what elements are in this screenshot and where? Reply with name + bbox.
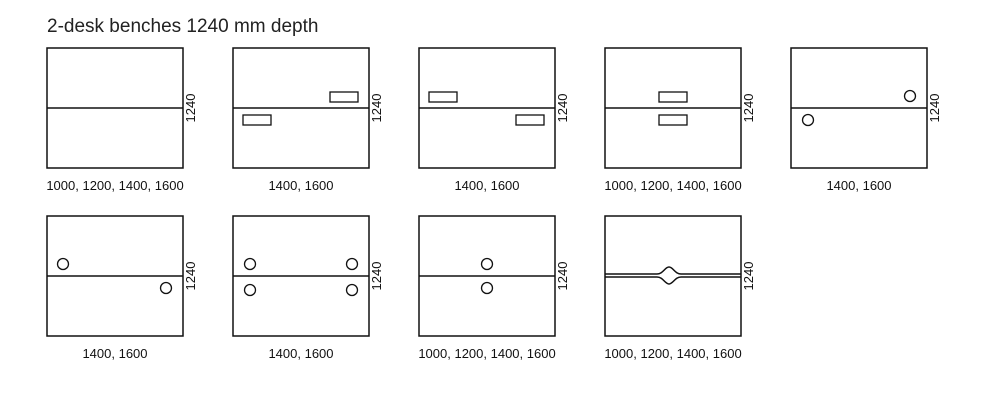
cable-tray-icon bbox=[658, 91, 688, 103]
width-options-label: 1400, 1600 bbox=[82, 346, 147, 361]
grommet-icon bbox=[56, 257, 70, 271]
depth-label: 1240 bbox=[927, 94, 942, 123]
width-options-label: 1400, 1600 bbox=[268, 346, 333, 361]
grommet-icon bbox=[480, 281, 494, 295]
bench-panel-grommet-center: 1240 1000, 1200, 1400, 1600 bbox=[418, 215, 570, 361]
width-options-label: 1400, 1600 bbox=[826, 178, 891, 193]
grommet-icon bbox=[480, 257, 494, 271]
grommet-icon bbox=[243, 257, 257, 271]
bench-panel-grommet-four: 1240 1400, 1600 bbox=[232, 215, 384, 361]
width-options-label: 1400, 1600 bbox=[454, 178, 519, 193]
bench-panel-cable-pass-center: 1240 1000, 1200, 1400, 1600 bbox=[604, 215, 756, 361]
grommet-icon bbox=[801, 113, 815, 127]
width-options-label: 1000, 1200, 1400, 1600 bbox=[418, 346, 555, 361]
page-title: 2-desk benches 1240 mm depth bbox=[47, 16, 319, 37]
bench-panel-grommet-offset-b: 1240 1400, 1600 bbox=[46, 215, 198, 361]
grommet-icon bbox=[243, 283, 257, 297]
grommet-icon bbox=[345, 257, 359, 271]
cable-tray-icon bbox=[242, 114, 272, 126]
grommet-icon bbox=[159, 281, 173, 295]
bench-panel-tray-offset-a: 1240 1400, 1600 bbox=[232, 47, 384, 193]
cable-tray-icon bbox=[658, 114, 688, 126]
depth-label: 1240 bbox=[183, 94, 198, 123]
desk-outline bbox=[604, 215, 742, 337]
depth-label: 1240 bbox=[741, 94, 756, 123]
width-options-label: 1000, 1200, 1400, 1600 bbox=[46, 178, 183, 193]
bench-panel-tray-offset-b: 1240 1400, 1600 bbox=[418, 47, 570, 193]
depth-label: 1240 bbox=[369, 94, 384, 123]
cable-tray-icon bbox=[428, 91, 458, 103]
depth-label: 1240 bbox=[369, 262, 384, 291]
cable-tray-icon bbox=[515, 114, 545, 126]
depth-label: 1240 bbox=[741, 262, 756, 291]
bench-panel-plain-split: 1240 1000, 1200, 1400, 1600 bbox=[46, 47, 198, 193]
width-options-label: 1000, 1200, 1400, 1600 bbox=[604, 346, 741, 361]
cable-tray-icon bbox=[329, 91, 359, 103]
bench-panel-grommet-offset-a: 1240 1400, 1600 bbox=[790, 47, 942, 193]
bench-panel-tray-center: 1240 1000, 1200, 1400, 1600 bbox=[604, 47, 756, 193]
depth-label: 1240 bbox=[555, 94, 570, 123]
grommet-icon bbox=[903, 89, 917, 103]
depth-label: 1240 bbox=[183, 262, 198, 291]
width-options-label: 1000, 1200, 1400, 1600 bbox=[604, 178, 741, 193]
desk-edge-top bbox=[605, 266, 741, 275]
desk-edge-bottom bbox=[605, 276, 741, 285]
grommet-icon bbox=[345, 283, 359, 297]
width-options-label: 1400, 1600 bbox=[268, 178, 333, 193]
depth-label: 1240 bbox=[555, 262, 570, 291]
